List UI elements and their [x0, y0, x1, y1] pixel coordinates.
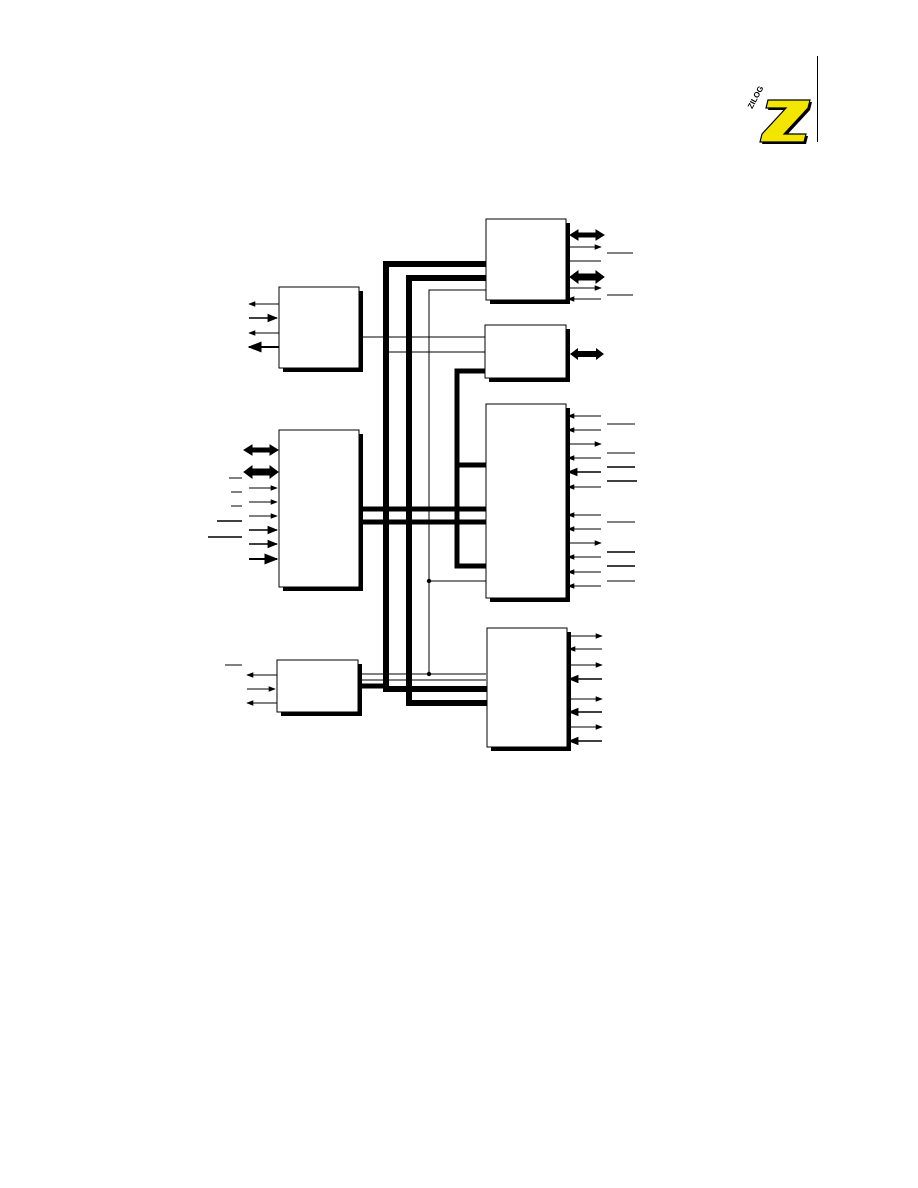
left-top-signals	[247, 301, 279, 353]
zilog-logo: ZILOG	[746, 84, 812, 146]
bidirectional-bus-arrow	[243, 444, 279, 456]
junction-dot-2	[426, 671, 432, 677]
block-left-bottom	[276, 659, 362, 716]
junction-dot-1	[426, 578, 432, 584]
internal-thin-lines	[359, 289, 486, 681]
bidirectional-bus-arrow	[569, 229, 605, 241]
left-middle-signals	[208, 444, 279, 565]
right-middle-signals	[566, 413, 637, 589]
internal-bus-lines	[356, 261, 489, 706]
bus-1	[383, 261, 489, 692]
bidirectional-bus-arrow	[570, 348, 604, 360]
header-rule	[817, 56, 818, 142]
bidirectional-bus-arrow	[569, 270, 605, 284]
bus-3	[454, 368, 489, 569]
block-top-right-1	[485, 218, 570, 304]
right-top-2-signals	[570, 348, 604, 360]
bidirectional-bus-arrow	[243, 465, 279, 479]
right-top-1-signals	[566, 229, 633, 302]
right-bottom-signals	[567, 633, 603, 746]
block-top-right-2	[484, 324, 570, 382]
bus-2	[406, 275, 489, 706]
block-left-top	[278, 286, 363, 372]
block-right-bottom	[486, 627, 571, 751]
left-bottom-signals	[225, 664, 277, 706]
block-right-middle	[485, 403, 570, 602]
thin-line-1	[428, 289, 486, 674]
block-left-middle	[278, 429, 363, 591]
zilog-z-icon	[759, 99, 812, 144]
